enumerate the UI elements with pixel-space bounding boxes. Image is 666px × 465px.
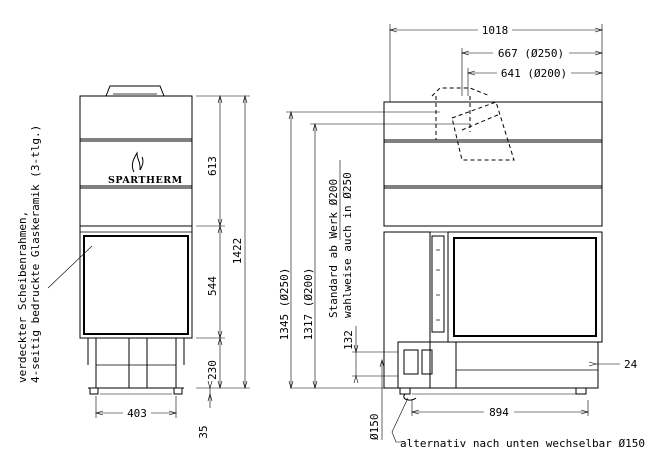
front-glass [83, 235, 189, 335]
dim-35: 35 [197, 425, 210, 438]
brand-logo: SPARTHERM [108, 175, 183, 186]
side-view [383, 87, 603, 401]
dim-132: 132 [342, 330, 355, 350]
dim-894: 894 [489, 406, 509, 419]
dim-1018: 1018 [482, 24, 509, 37]
front-dimensions: 613 544 230 1422 403 35 verdeckter Schei… [16, 94, 250, 439]
standard-note-2: wahlweise auch in Ø250 [341, 172, 354, 318]
callout-line-1: verdeckter Scheibenrahmen, [16, 211, 29, 383]
dim-1317: 1317 (Ø200) [302, 268, 315, 341]
bottom-note: alternativ nach unten wechselbar Ø150 [400, 437, 645, 450]
side-glass [453, 237, 597, 337]
front-upper-body [79, 95, 193, 227]
flue-pipe [431, 87, 491, 97]
dim-24: 24 [624, 358, 638, 371]
standard-note-1: Standard ab Werk Ø200 [327, 179, 340, 318]
side-dimensions: 1018 667 (Ø250) 641 (Ø200) 1345 (Ø250) 1… [278, 23, 645, 450]
top-cap [105, 85, 165, 97]
dim-641: 641 (Ø200) [501, 67, 567, 80]
dim-613: 613 [206, 156, 219, 176]
front-view: SPARTHERM [79, 85, 193, 395]
dim-150: Ø150 [368, 414, 381, 441]
flame-icon [131, 151, 144, 173]
dim-1345: 1345 (Ø250) [278, 268, 291, 341]
dim-544: 544 [206, 276, 219, 296]
dim-1422: 1422 [231, 238, 244, 265]
dim-230: 230 [206, 360, 219, 380]
dim-667: 667 (Ø250) [498, 47, 564, 60]
callout-line-2: 4-seitig bedruckte Glaskeramik (3-tlg.) [29, 125, 42, 383]
front-base [95, 337, 177, 389]
side-upper-body [383, 101, 603, 227]
side-base [397, 341, 599, 389]
dim-403: 403 [127, 407, 147, 420]
